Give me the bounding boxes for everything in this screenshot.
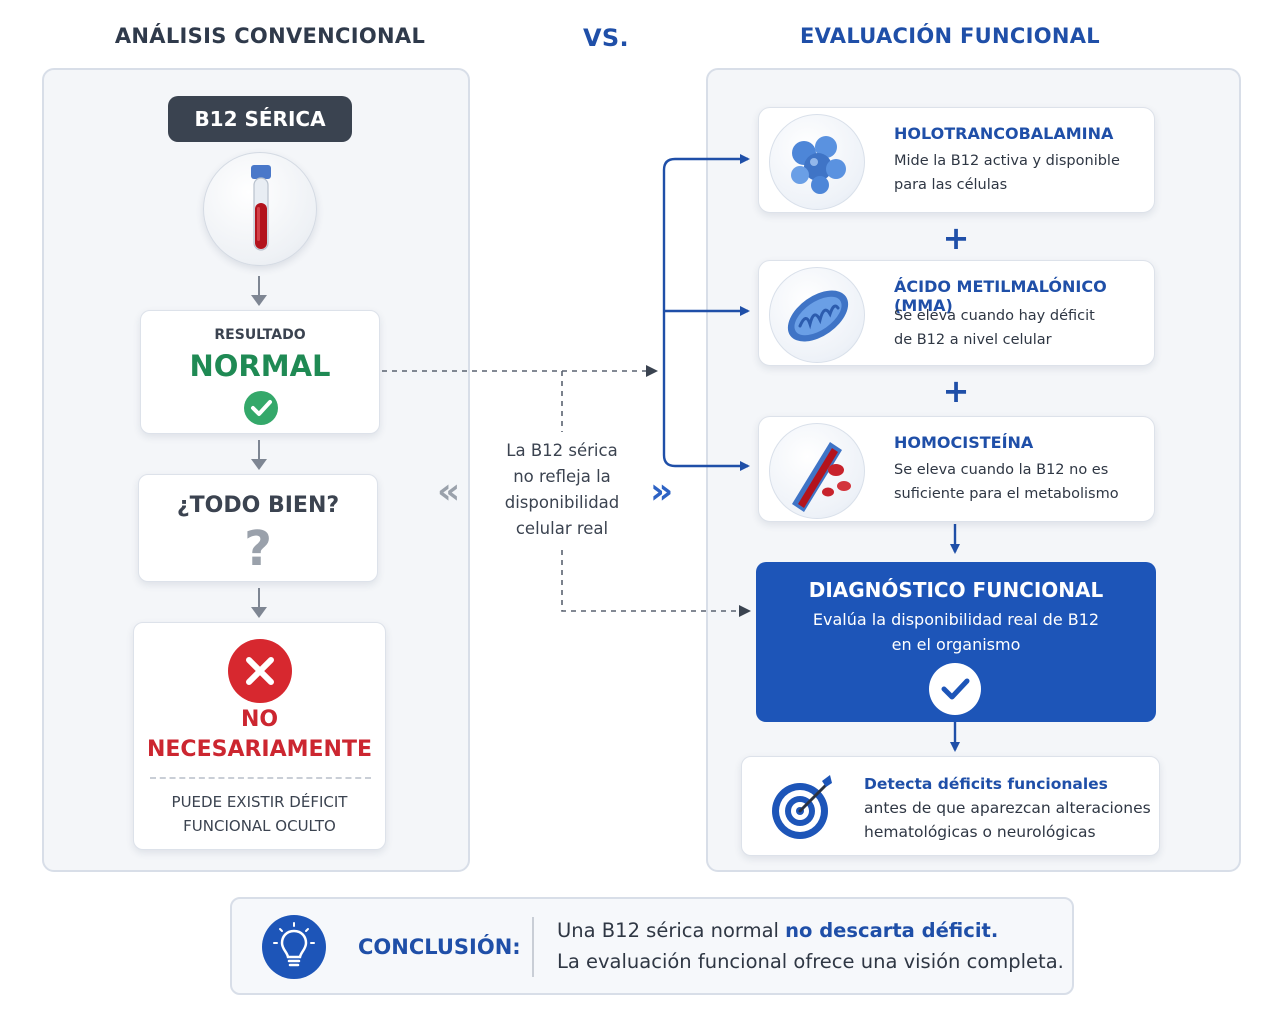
down-arrow-2 [251,440,267,470]
hidden-deficit-text-2: FUNCIONAL OCULTO [183,817,336,835]
x-red-icon [228,639,292,703]
test-title-holotc: HOLOTRANCOBALAMINA [894,124,1114,143]
lightbulb-icon [262,915,326,979]
middle-text-line-1: La B12 sérica [506,441,618,460]
test-desc-mma-1: Se eleva cuando hay déficit [894,308,1095,324]
blood-vessel-icon [769,423,865,519]
test-desc-homocysteine-1: Se eleva cuando la B12 no es [894,462,1109,478]
detect-desc-1: antes de que aparezcan alteraciones [864,799,1151,817]
conclusion-line-1-pre: Una B12 sérica normal [557,919,786,942]
down-arrow-1 [251,276,267,306]
conclusion-label: CONCLUSIÓN: [358,935,521,959]
conclusion-line-2: La evaluación funcional ofrece una visió… [557,950,1064,973]
diagnosis-title: DIAGNÓSTICO FUNCIONAL [808,578,1104,602]
result-value: NORMAL [189,349,331,383]
blood-test-tube-icon [203,152,317,266]
conclusion-line-1-bold: no descarta déficit. [785,919,999,942]
no-text: NO [240,707,279,732]
molecule-icon [769,114,865,210]
question-mark-icon: ? [244,521,272,577]
dashed-connector-bottom [561,550,751,617]
conclusion-separator [532,917,534,977]
question-text: ¿TODO BIEN? [176,493,340,518]
detect-card: Detecta déficits funcionales antes de qu… [741,756,1160,856]
test-card-mma: ÁCIDO METILMALÓNICO (MMA) Se eleva cuand… [758,260,1155,366]
test-desc-homocysteine-2: suficiente para el metabolismo [894,486,1119,502]
chevron-right-icon: » [650,471,674,512]
middle-text-line-3: disponibilidad [504,493,620,512]
mitochondria-icon [769,267,865,363]
test-title-homocysteine: HOMOCISTEÍNA [894,433,1034,452]
header-vs: VS. [583,24,629,52]
chevron-left-icon: « [437,471,461,512]
branch-vertical [662,154,750,171]
target-icon [768,771,840,843]
result-card: RESULTADO NORMAL [140,310,380,434]
detect-desc-2: hematológicas o neurológicas [864,823,1096,841]
check-green-icon [244,391,278,425]
dashed-divider [150,777,371,779]
test-card-homocysteine: HOMOCISTEÍNA Se eleva cuando la B12 no e… [758,416,1155,522]
plus-icon-1: + [942,219,970,257]
header-conventional: ANÁLISIS CONVENCIONAL [114,24,426,48]
necessarily-text: NECESARIAMENTE [146,737,372,762]
conclusion-line-1: Una B12 sérica normal no descarta défici… [557,919,998,942]
conclusion-box: CONCLUSIÓN: Una B12 sérica normal no des… [230,897,1074,995]
branch-bottom [662,454,750,471]
header-functional: EVALUACIÓN FUNCIONAL [800,24,1100,48]
down-arrow-3 [251,588,267,618]
check-white-icon [929,663,981,715]
test-desc-holotc-1: Mide la B12 activa y disponible [894,153,1120,169]
serum-b12-pill: B12 SÉRICA [168,96,352,142]
test-card-holotc: HOLOTRANCOBALAMINA Mide la B12 activa y … [758,107,1155,213]
result-label: RESULTADO [214,327,306,343]
middle-text-line-4: celular real [515,519,609,538]
diagnosis-desc-1: Evalúa la disponibilidad real de B12 [812,610,1100,629]
question-card: ¿TODO BIEN? ? [138,474,378,582]
plus-icon-2: + [942,372,970,410]
test-title-mma: ÁCIDO METILMALÓNICO (MMA) [894,277,1107,315]
detect-title: Detecta déficits funcionales [864,775,1108,793]
test-desc-holotc-2: para las células [894,177,1008,193]
not-necessarily-card: NO NECESARIAMENTE PUEDE EXISTIR DÉFICIT … [133,622,386,850]
test-desc-mma-2: de B12 a nivel celular [894,332,1052,348]
functional-diagnosis-card: DIAGNÓSTICO FUNCIONAL Evalúa la disponib… [756,562,1156,722]
middle-text-line-2: no refleja la [513,467,611,486]
hidden-deficit-text-1: PUEDE EXISTIR DÉFICIT [171,793,348,811]
diagnosis-desc-2: en el organismo [891,635,1021,654]
